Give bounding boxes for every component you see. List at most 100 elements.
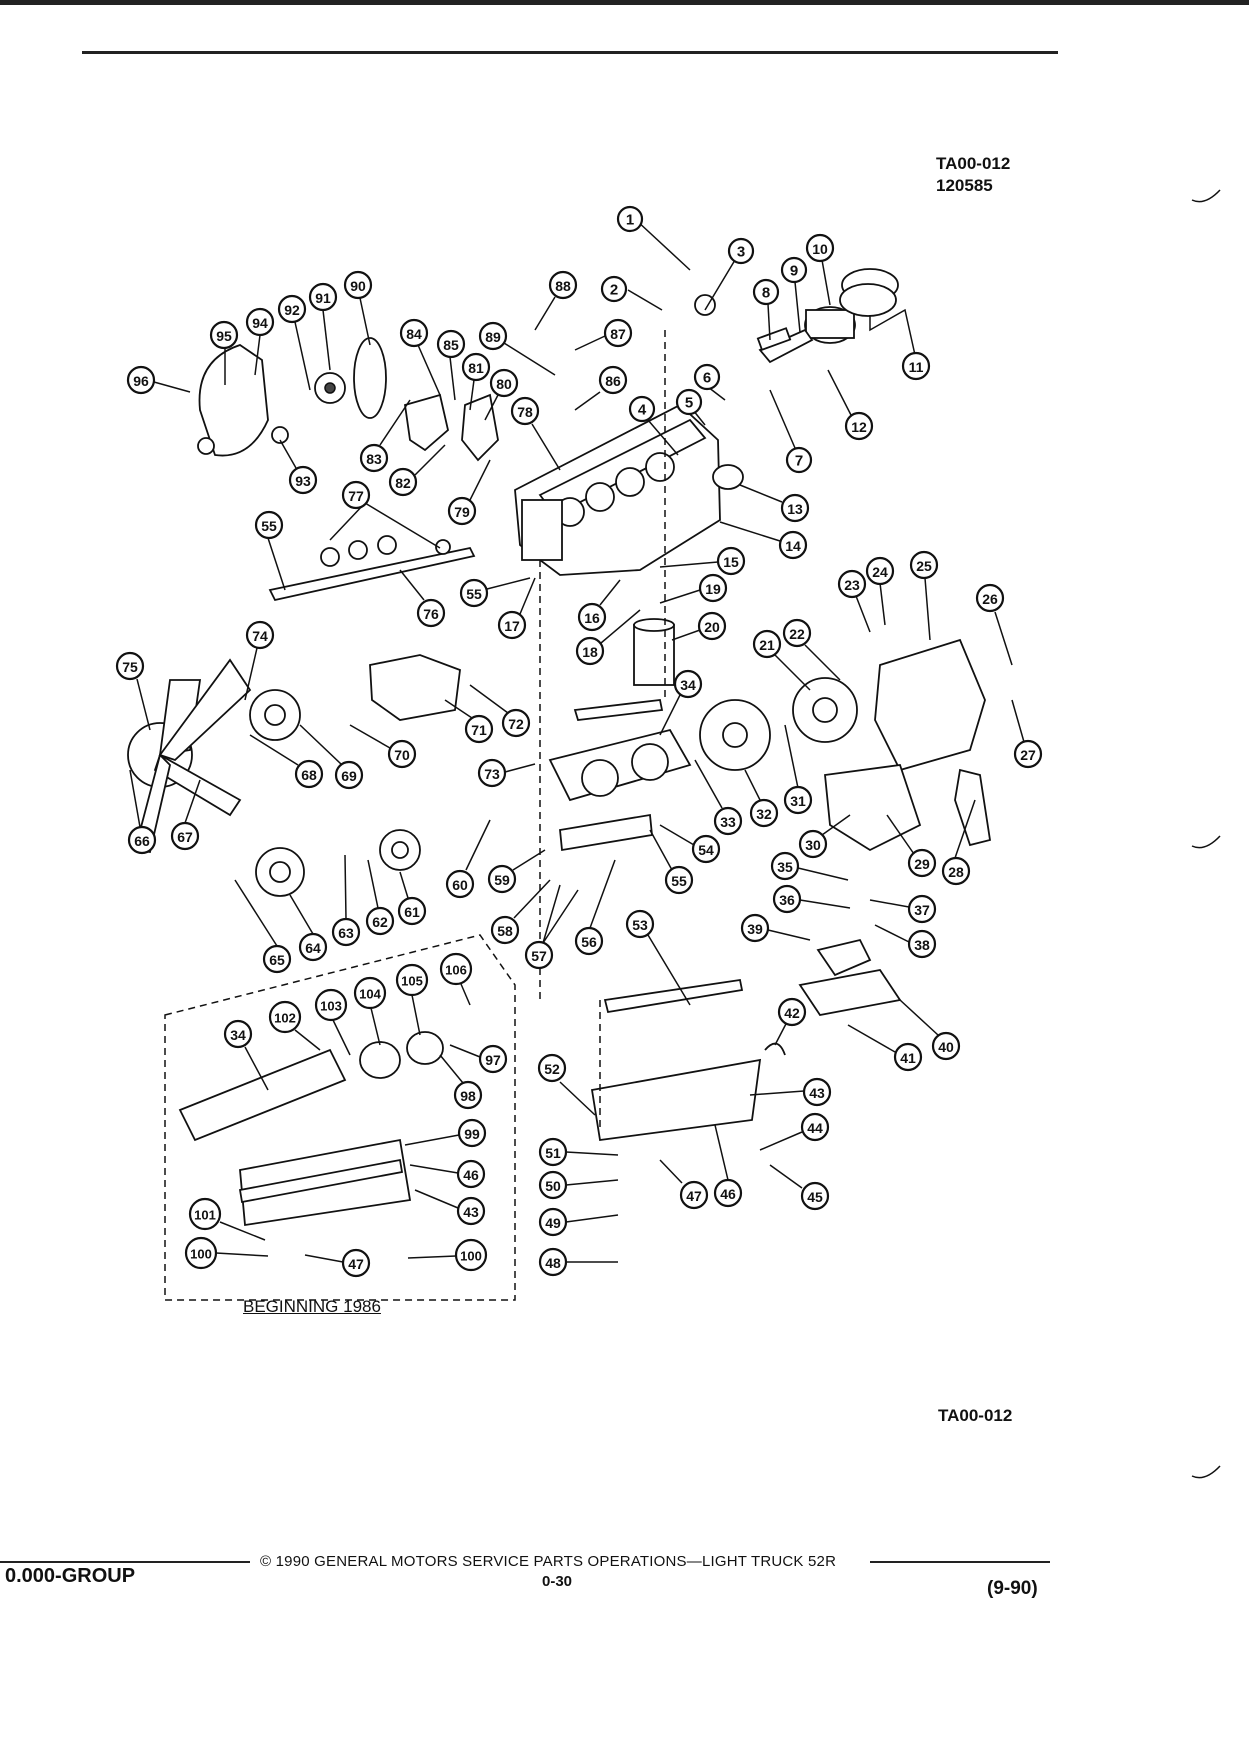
callout-70: 70	[349, 724, 417, 769]
callout-75: 75	[115, 651, 151, 731]
callout-60: 60	[445, 819, 491, 899]
callout-37: 37	[869, 894, 937, 924]
callout-55-block: 55	[459, 577, 531, 608]
callout-50: 50	[538, 1170, 619, 1200]
callout-84: 84	[399, 318, 441, 396]
callout-87: 87	[574, 318, 633, 351]
callout-43-inset: 43	[414, 1189, 486, 1226]
callout-103: 103	[314, 988, 351, 1056]
figure-id: TA00-012 120585	[936, 153, 1010, 197]
callout-6: 6	[693, 363, 726, 401]
callout-58: 58	[490, 879, 551, 945]
callout-89: 89	[478, 321, 556, 376]
callout-42: 42	[774, 997, 807, 1046]
svg-text:74: 74	[252, 628, 268, 644]
svg-text:98: 98	[460, 1088, 476, 1104]
svg-text:8: 8	[762, 285, 770, 302]
svg-text:62: 62	[372, 914, 388, 930]
svg-text:45: 45	[807, 1189, 823, 1205]
svg-text:92: 92	[284, 302, 300, 318]
callout-27: 27	[1011, 699, 1043, 769]
callout-72: 72	[469, 684, 531, 738]
callout-18: 18	[575, 609, 641, 666]
svg-text:9: 9	[790, 263, 798, 280]
svg-text:80: 80	[496, 376, 512, 392]
callout-41: 41	[847, 1024, 923, 1072]
svg-text:60: 60	[452, 877, 468, 893]
callout-65: 65	[234, 879, 292, 974]
callout-8: 8	[752, 278, 780, 341]
callout-64: 64	[289, 894, 328, 962]
svg-text:87: 87	[610, 326, 626, 342]
svg-text:66: 66	[134, 833, 150, 849]
svg-text:5: 5	[685, 395, 693, 412]
callout-17: 17	[497, 577, 536, 640]
callout-9: 9	[780, 256, 808, 333]
svg-text:102: 102	[274, 1011, 296, 1026]
callout-80: 80	[484, 368, 519, 421]
callout-19: 19	[659, 573, 728, 604]
svg-text:6: 6	[703, 370, 711, 387]
svg-text:44: 44	[807, 1120, 823, 1136]
svg-text:75: 75	[122, 659, 138, 675]
svg-text:72: 72	[508, 716, 524, 732]
callout-32: 32	[744, 769, 779, 828]
svg-text:49: 49	[545, 1215, 561, 1231]
svg-text:48: 48	[545, 1255, 561, 1271]
svg-text:40: 40	[938, 1039, 954, 1055]
callout-105: 105	[395, 963, 429, 1036]
callout-12: 12	[827, 369, 874, 441]
svg-text:106: 106	[445, 963, 467, 978]
svg-text:90: 90	[350, 278, 366, 294]
callout-23: 23	[837, 569, 871, 633]
callout-100-right: 100	[407, 1238, 488, 1272]
svg-text:53: 53	[632, 917, 648, 933]
callout-26: 26	[975, 583, 1013, 666]
svg-text:2: 2	[610, 282, 618, 299]
header-rule	[82, 51, 1058, 54]
callout-86: 86	[574, 365, 628, 411]
svg-text:33: 33	[720, 814, 736, 830]
callout-62: 62	[365, 859, 395, 936]
svg-text:38: 38	[914, 937, 930, 953]
svg-text:11: 11	[909, 359, 924, 375]
callout-81: 81	[461, 352, 491, 411]
callout-46-inset: 46	[409, 1159, 486, 1189]
svg-text:56: 56	[581, 934, 597, 950]
svg-text:59: 59	[494, 872, 510, 888]
callout-11: 11	[869, 308, 931, 381]
callout-46: 46	[713, 1124, 743, 1208]
svg-text:34: 34	[230, 1027, 246, 1043]
callout-76: 76	[399, 569, 446, 628]
footer-date: (9-90)	[987, 1578, 1038, 1599]
callout-56: 56	[574, 859, 616, 956]
callout-3: 3	[704, 237, 755, 311]
svg-text:4: 4	[638, 402, 647, 419]
callout-90: 90	[343, 270, 373, 346]
callout-20: 20	[671, 611, 727, 641]
svg-text:28: 28	[948, 864, 964, 880]
svg-text:32: 32	[756, 806, 772, 822]
svg-text:35: 35	[777, 859, 793, 875]
callout-71: 71	[444, 699, 494, 744]
svg-text:86: 86	[605, 373, 621, 389]
svg-text:21: 21	[759, 637, 775, 653]
callout-102: 102	[268, 1000, 321, 1051]
svg-text:82: 82	[395, 475, 411, 491]
callout-88: 88	[534, 270, 578, 331]
svg-text:23: 23	[844, 577, 860, 593]
svg-text:85: 85	[443, 337, 459, 353]
callout-77: 77	[329, 480, 441, 549]
callout-49: 49	[538, 1207, 619, 1237]
svg-text:97: 97	[485, 1052, 501, 1068]
callout-68: 68	[249, 734, 324, 789]
svg-text:76: 76	[423, 606, 439, 622]
top-border-rule	[0, 0, 1249, 5]
svg-text:17: 17	[504, 618, 520, 634]
inset-title: BEGINNING 1986	[243, 1297, 381, 1316]
figure-code-text: 120585	[936, 176, 993, 195]
callout-63: 63	[331, 854, 361, 947]
callout-78: 78	[510, 396, 561, 471]
svg-text:88: 88	[555, 278, 571, 294]
svg-text:16: 16	[584, 610, 600, 626]
